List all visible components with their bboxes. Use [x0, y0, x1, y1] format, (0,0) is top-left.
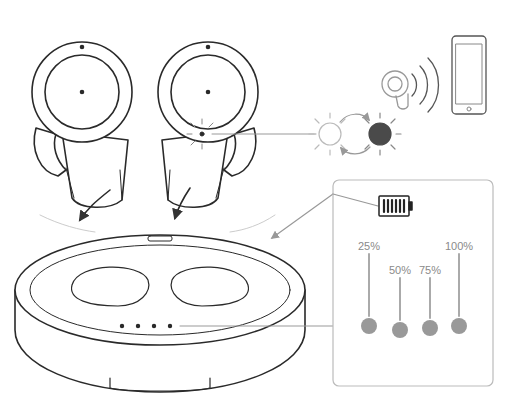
led-indicator	[187, 119, 213, 149]
battery-icon	[379, 196, 412, 216]
left-earbud	[32, 42, 132, 207]
right-earbud	[158, 42, 258, 207]
insert-arrow	[80, 190, 110, 220]
blink-indicator	[309, 113, 401, 155]
battery-percent: 100%	[444, 240, 474, 252]
level-dots	[361, 318, 467, 338]
insert-arrow	[175, 188, 190, 218]
charging-case	[15, 235, 305, 392]
battery-percent: 50%	[388, 264, 412, 276]
battery-panel	[333, 180, 493, 386]
battery-level-panel: 25% 50% 75%100%	[333, 180, 493, 386]
battery-percent: 75%	[418, 264, 442, 276]
pairing-icon	[382, 36, 486, 114]
leader-line	[212, 134, 316, 135]
leader-arrow	[272, 194, 333, 238]
level-leaders	[369, 254, 459, 320]
battery-percent: 25%	[357, 240, 381, 252]
